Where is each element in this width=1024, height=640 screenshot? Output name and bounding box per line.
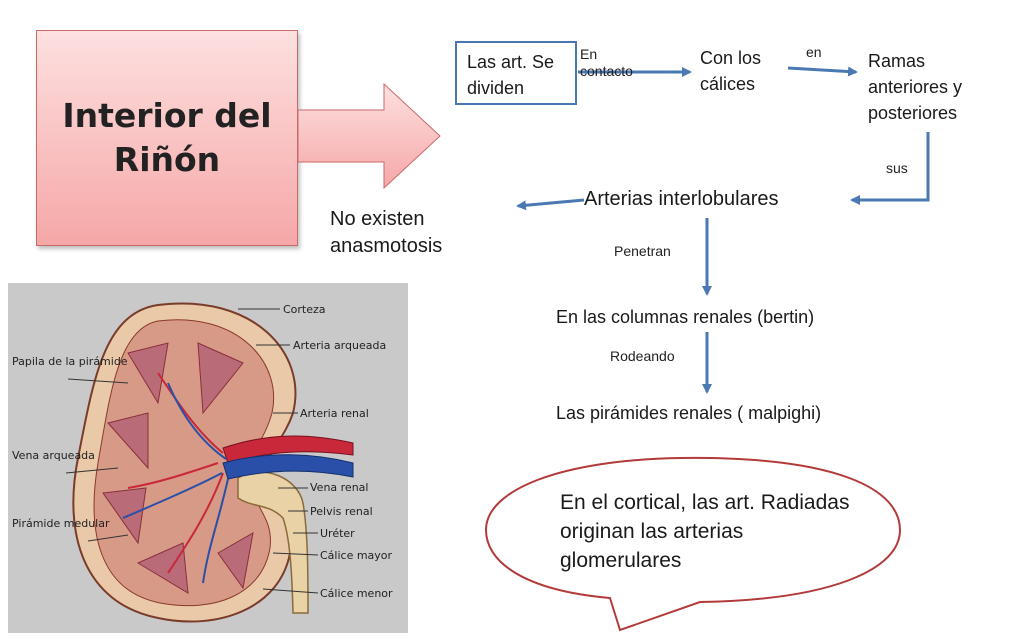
node-ramas: Ramas anteriores y posteriores [868, 51, 963, 123]
title-box: Interior del Riñón [36, 30, 298, 246]
title-line-2: Riñón [113, 140, 221, 179]
kidney-drawing: Corteza Arteria arqueada Papila de la pi… [12, 302, 393, 623]
kidney-label-papila: Papila de la pirámide [12, 355, 128, 368]
title-line-1: Interior del [62, 96, 272, 135]
kidney-label-arteria-renal: Arteria renal [300, 407, 369, 420]
arrow-ramas-to-interlobular [850, 132, 930, 205]
node-no-existen-anasmotosis: No existen anasmotosis [330, 208, 443, 257]
node-arterias-interlobulares: Arterias interlobulares [584, 188, 779, 210]
edge-label-rodeando: Rodeando [610, 348, 675, 364]
kidney-label-calice-mayor: Cálice mayor [320, 549, 393, 562]
kidney-label-vena-renal: Vena renal [310, 481, 368, 494]
node-piramides-renales: Las pirámides renales ( malpighi) [556, 403, 822, 423]
kidney-label-vena-arqueada: Vena arqueada [12, 449, 95, 462]
node-art-se-dividen: Las art. Se dividen [455, 41, 577, 105]
node-con-los-calices: Con los cálices [700, 48, 762, 94]
edge-label-penetran: Penetran [614, 243, 671, 259]
kidney-label-calice-menor: Cálice menor [320, 587, 393, 600]
kidney-illustration: Corteza Arteria arqueada Papila de la pi… [8, 283, 408, 633]
edge-label-en-contacto: En contacto [580, 46, 633, 79]
node-columnas-renales: En las columnas renales (bertin) [556, 307, 815, 327]
edge-label-en: en [806, 44, 822, 60]
big-block-arrow [297, 82, 441, 190]
kidney-label-corteza: Corteza [283, 303, 326, 316]
kidney-label-piramide-medular: Pirámide medular [12, 517, 110, 530]
arrow-calices-to-ramas [787, 66, 858, 77]
edge-label-sus: sus [886, 160, 908, 176]
callout-bubble [484, 456, 902, 632]
kidney-label-pelvis-renal: Pelvis renal [310, 505, 373, 518]
kidney-label-arteria-arqueada: Arteria arqueada [293, 339, 386, 352]
callout-text: En el cortical, las art. Radiadas origin… [560, 491, 850, 572]
kidney-label-ureter: Uréter [320, 527, 355, 540]
arrow-interlobular-to-noanas [516, 198, 585, 211]
